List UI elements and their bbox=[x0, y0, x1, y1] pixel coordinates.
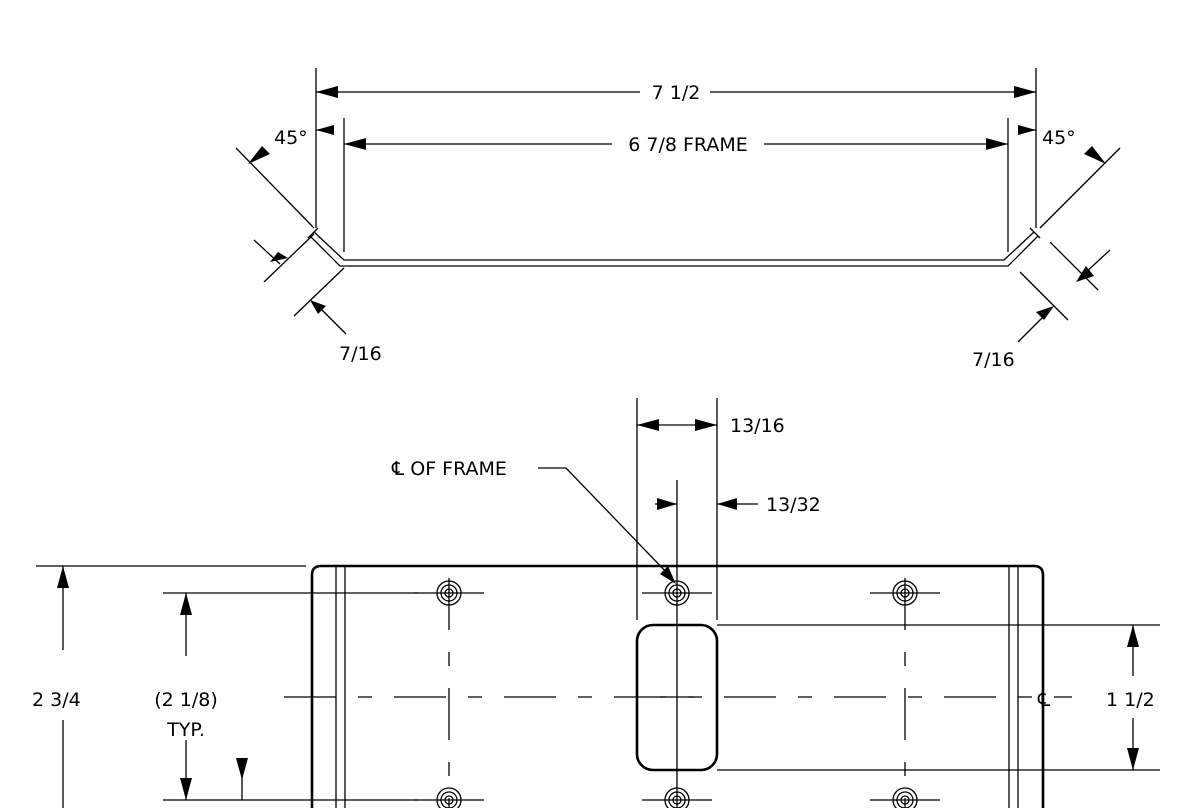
flange-right-label: 7/16 bbox=[972, 349, 1015, 371]
centerline-of-frame-label: ℄ OF FRAME bbox=[391, 458, 507, 480]
angle-right: 45° bbox=[1018, 125, 1121, 229]
dimension-slot-width: 13/16 bbox=[636, 398, 785, 620]
mounting-hole bbox=[414, 580, 484, 606]
flange-end-right bbox=[1029, 227, 1041, 239]
flange-left-label: 7/16 bbox=[339, 343, 382, 365]
mounting-hole bbox=[870, 580, 940, 606]
angle-left-label: 45° bbox=[274, 127, 308, 149]
dimension-overall-width: 7 1/2 bbox=[316, 82, 1036, 104]
dimension-overall-height: 2 3/4 bbox=[32, 565, 306, 808]
flange-left-dimension: 7/16 bbox=[253, 233, 382, 365]
flange-right-dimension: 7/16 bbox=[972, 241, 1111, 371]
side-view: 7 1/2 6 7/8 FRAME 45° 45° bbox=[235, 68, 1121, 371]
slot-half-width-label: 13/32 bbox=[766, 494, 821, 516]
angle-left: 45° bbox=[235, 125, 334, 229]
hole-spacing-label-2: TYP. bbox=[166, 719, 205, 741]
dimension-slot-height: 1 1/2 ℄ bbox=[717, 624, 1160, 771]
frame-profile-inner bbox=[313, 231, 1035, 261]
slot-width-label: 13/16 bbox=[730, 415, 785, 437]
frame-width-label: 6 7/8 FRAME bbox=[628, 134, 748, 156]
dimension-hole-spacing: (2 1/8) TYP. bbox=[154, 592, 418, 801]
mounting-hole bbox=[642, 787, 712, 808]
angle-right-label: 45° bbox=[1042, 127, 1076, 149]
overall-width-label: 7 1/2 bbox=[652, 82, 701, 104]
centerline-leader: ℄ OF FRAME bbox=[391, 458, 676, 584]
plan-view: 13/16 13/32 ℄ OF FRAME 2 3/4 bbox=[32, 398, 1160, 808]
center-slot bbox=[635, 623, 719, 772]
dimension-frame-width: 6 7/8 FRAME bbox=[344, 134, 1008, 156]
dimension-slot-half-width: 13/32 bbox=[655, 494, 821, 516]
mounting-hole bbox=[414, 787, 484, 808]
frame-profile-outer bbox=[309, 235, 1039, 267]
slot-height-label: 1 1/2 bbox=[1106, 689, 1155, 711]
mounting-hole bbox=[642, 580, 712, 606]
hole-spacing-label-1: (2 1/8) bbox=[154, 689, 218, 711]
mounting-hole bbox=[870, 787, 940, 808]
overall-height-label: 2 3/4 bbox=[32, 689, 81, 711]
centerline-symbol: ℄ bbox=[1037, 689, 1051, 711]
flange-end-left bbox=[307, 227, 319, 239]
